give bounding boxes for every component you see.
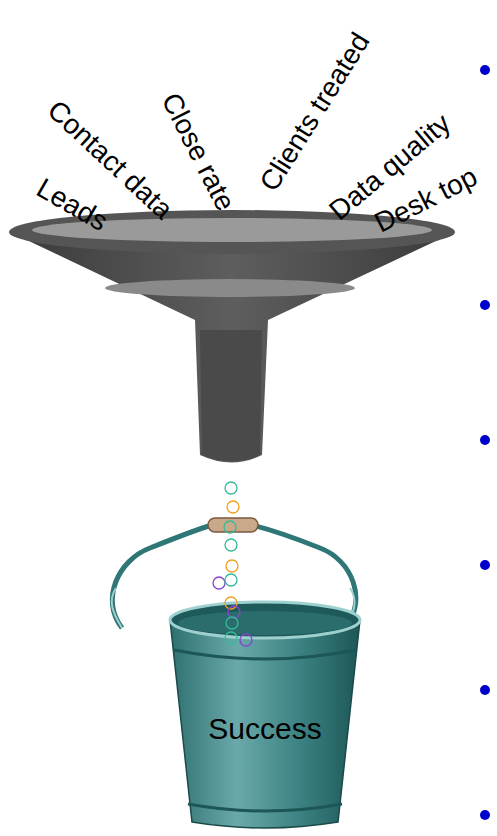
funnel-input-label: Clients treated — [255, 28, 374, 196]
bucket-label: Success — [110, 712, 420, 746]
bucket-node: Success — [110, 592, 420, 832]
